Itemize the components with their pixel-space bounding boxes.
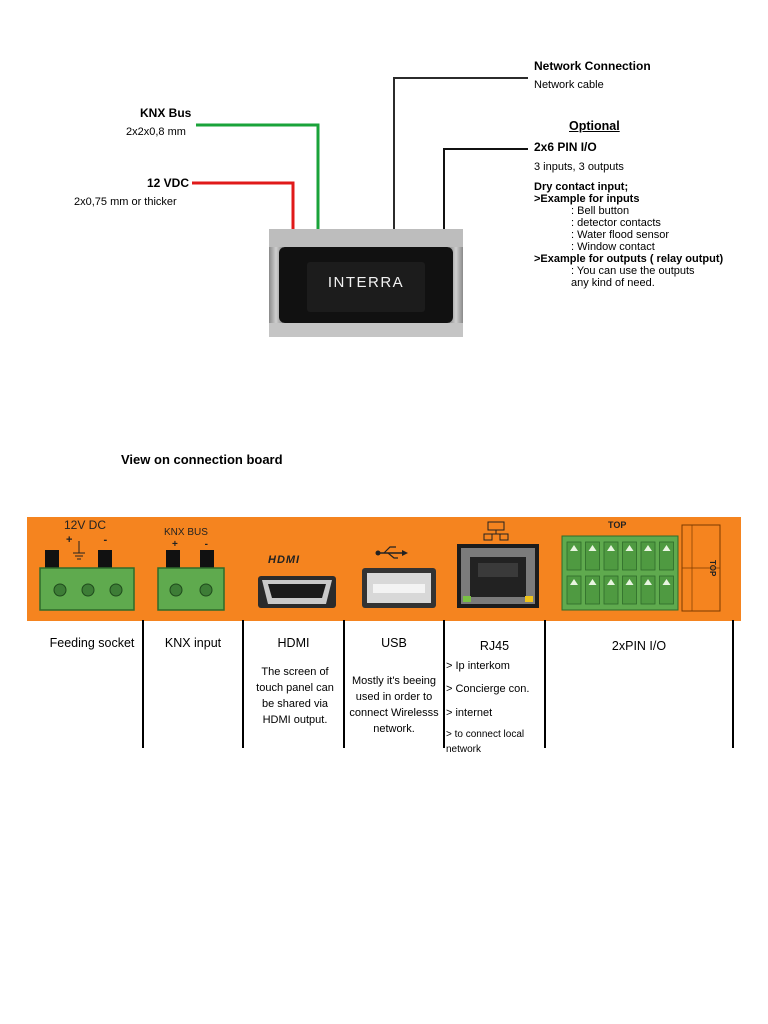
pin-io-title: 2x6 PIN I/O <box>534 140 597 154</box>
input-example: : detector contacts <box>571 217 661 229</box>
pin-io-spec: Dry contact input; >Example for inputs :… <box>534 181 764 289</box>
rj45-desc-local-network: > to connect local network <box>446 727 546 757</box>
terminal-pin-arrow <box>588 579 597 585</box>
top-side-label: TOP <box>708 560 717 577</box>
terminal-pin-arrow <box>607 545 615 551</box>
top-board-label: TOP <box>608 520 627 530</box>
rj45-desc-internet: > internet <box>446 707 493 719</box>
output-example: any kind of need. <box>571 277 655 289</box>
terminal-pin <box>640 541 656 571</box>
power-sub: 2x0,75 mm or thicker <box>74 196 177 208</box>
network-connection-sub: Network cable <box>534 79 604 91</box>
hdmi-desc-line: The screen of <box>261 666 329 678</box>
terminal-pin <box>622 575 637 605</box>
terminal-pin <box>603 575 619 605</box>
usb-desc-line: Mostly it's beeing <box>351 675 437 687</box>
wiring-diagram <box>192 77 528 337</box>
rj45-desc-concierge: > Concierge con. <box>446 683 530 695</box>
knx-bus-title: KNX Bus <box>140 106 192 120</box>
terminal-pin-arrow <box>644 579 652 585</box>
usb-desc-line: connect Wirelesss <box>349 707 439 719</box>
column-title-pin-io: 2xPIN I/O <box>611 639 667 653</box>
knx-connector <box>157 550 225 611</box>
output-example: : You can use the outputs <box>571 265 695 277</box>
usb-desc-line: network. <box>373 723 415 735</box>
usb-port <box>362 546 436 608</box>
terminal-pin-arrow <box>588 545 597 551</box>
hdmi-desc-line: HDMI output. <box>262 714 328 726</box>
power-wire <box>192 181 295 229</box>
inputs-heading: >Example for inputs <box>534 193 640 205</box>
terminal-pin <box>603 541 619 571</box>
terminal-pin-arrow <box>625 579 634 585</box>
knx-polarity-label: + - <box>172 539 220 550</box>
terminal-pin-arrow <box>662 545 671 551</box>
knx-wire <box>196 123 320 229</box>
terminal-pin <box>585 541 600 571</box>
dry-contact-label: Dry contact input; <box>534 181 629 193</box>
feeding-socket-connector <box>39 541 135 611</box>
knx-bus-sub: 2x2x0,8 mm <box>126 126 186 138</box>
hdmi-desc-line: touch panel can <box>256 682 334 694</box>
connection-board <box>27 517 741 621</box>
terminal-pin <box>659 541 674 571</box>
terminal-pin-arrow <box>607 579 615 585</box>
column-grid <box>142 620 734 748</box>
knx-bus-board-label: KNX BUS <box>164 527 208 538</box>
terminal-pin <box>640 575 656 605</box>
terminal-pin-arrow <box>570 545 578 551</box>
hdmi-board-label: HDMI <box>268 554 301 566</box>
rj45-desc-line: network <box>446 744 482 755</box>
network-connection-title: Network Connection <box>534 59 651 73</box>
usb-description: Mostly it's beeing used in order to conn… <box>344 673 444 737</box>
power-title: 12 VDC <box>147 176 190 190</box>
outputs-heading: >Example for outputs ( relay output) <box>534 253 724 265</box>
hdmi-desc-line: be shared via <box>261 698 329 710</box>
pin-io-terminal-block <box>561 535 679 611</box>
touch-panel-device <box>269 229 463 337</box>
terminal-pin-arrow <box>570 579 578 585</box>
pin-io-wire <box>443 148 528 229</box>
terminal-pin-arrow <box>625 545 634 551</box>
pin-io-side-label <box>681 524 721 612</box>
dc-polarity-label: + - <box>66 534 122 546</box>
input-example: : Bell button <box>571 205 630 217</box>
pin-io-sub: 3 inputs, 3 outputs <box>534 161 624 173</box>
terminal-pin <box>566 541 582 571</box>
terminal-pin <box>566 575 582 605</box>
column-title-rj45: RJ45 <box>479 639 510 653</box>
terminal-pin <box>585 575 600 605</box>
column-title-feeding-socket: Feeding socket <box>49 636 135 650</box>
board-heading: View on connection board <box>121 452 283 467</box>
dc-label: 12V DC <box>64 518 107 532</box>
column-title-knx-input: KNX input <box>164 636 222 650</box>
column-title-hdmi: HDMI <box>277 636 310 650</box>
terminal-pin <box>659 575 674 605</box>
rj45-port <box>457 521 539 608</box>
terminal-pin <box>622 541 637 571</box>
device-brand-logo: INTERRA <box>327 274 405 291</box>
column-title-usb: USB <box>381 636 407 650</box>
network-wire <box>393 77 528 229</box>
hdmi-port <box>258 576 336 608</box>
rj45-desc-ip-interkom: > Ip interkom <box>446 660 510 672</box>
terminal-pin-arrow <box>662 579 671 585</box>
terminal-pin-arrow <box>644 545 652 551</box>
input-example: : Window contact <box>571 241 655 253</box>
optional-heading: Optional <box>569 119 620 133</box>
rj45-desc-line: > to connect local <box>446 729 525 740</box>
input-example: : Water flood sensor <box>571 229 670 241</box>
hdmi-description: The screen of touch panel can be shared … <box>244 664 346 728</box>
usb-desc-line: used in order to <box>355 691 433 703</box>
